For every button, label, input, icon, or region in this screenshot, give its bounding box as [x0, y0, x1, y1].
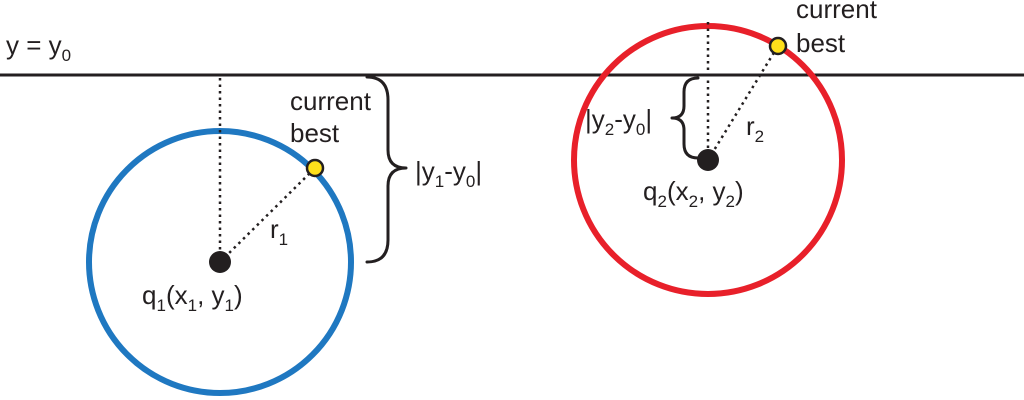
- query-2-radius-label: r2: [746, 111, 764, 146]
- query-2-radius-line: [706, 45, 780, 161]
- query-1-distance-label: |y1-y0|: [415, 156, 482, 191]
- query-1-point-label: q1(x1, y1): [142, 280, 243, 315]
- query-2-current-best-point: [768, 36, 788, 56]
- query-2-center-point: [697, 149, 719, 171]
- query-1-distance-brace: [365, 75, 408, 264]
- query-1-best-label-line2: best: [290, 118, 340, 148]
- query-1-group: current best r1 q1(x1, y1) |y1-y0|: [86, 75, 482, 396]
- query-2-circle: [571, 23, 845, 297]
- query-2-distance-brace: [670, 76, 700, 160]
- query-1-current-best-point: [305, 158, 325, 178]
- query-2-best-label-line1: current: [796, 0, 878, 24]
- query-2-point-label: q2(x2, y2): [643, 176, 744, 211]
- query-2-best-label-line2: best: [796, 28, 846, 58]
- line-label: y = y0: [6, 30, 71, 65]
- query-1-radius-label: r1: [270, 214, 288, 249]
- query-1-radius-line: [219, 167, 316, 263]
- query-2-group: current best r2 q2(x2, y2) |y2-y0|: [571, 0, 878, 297]
- query-2-distance-label: |y2-y0|: [585, 104, 652, 139]
- query-1-center-point: [209, 251, 231, 273]
- query-1-best-label-line1: current: [290, 86, 372, 116]
